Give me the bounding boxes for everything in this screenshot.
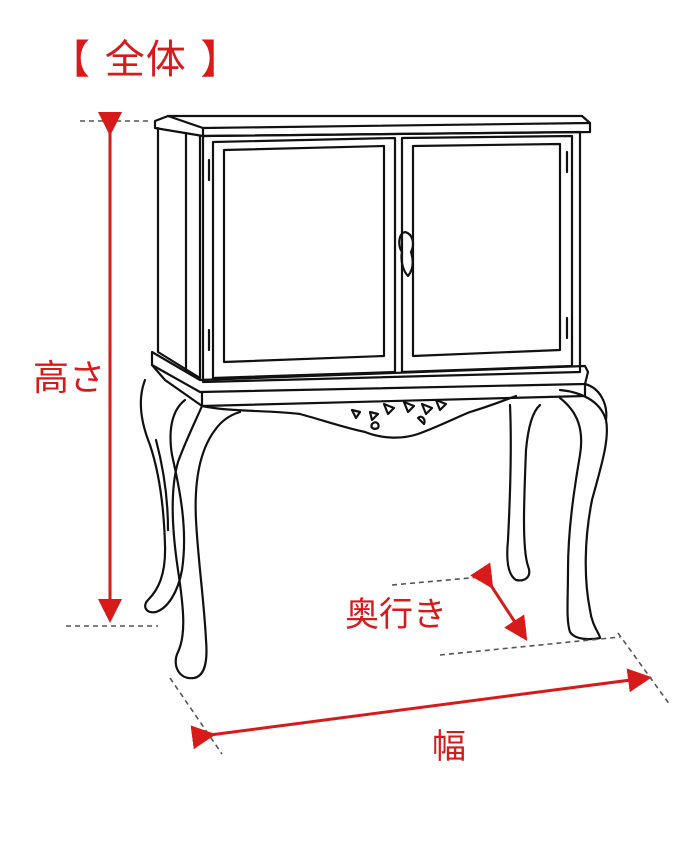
leg-front-right [558,388,608,641]
diagram-title: 【 全体 】 [50,37,242,83]
apron-carving [350,398,448,430]
height-label: 高さ [33,358,106,399]
dimension-arrows [98,112,652,750]
width-arrow [190,668,652,750]
base-molding [150,350,590,394]
lock-escutcheon [398,230,415,278]
cabinet [139,114,608,680]
leg-back-left [154,438,170,532]
depth-label: 奥行き [345,595,447,635]
guide-depth-front [439,636,621,656]
guide-depth-back [391,575,493,586]
right-door [400,134,574,374]
leg-back-right [506,403,542,582]
front-frame [201,130,582,384]
guide-width-left [169,677,223,755]
depth-arrow [470,562,528,642]
left-side-panel [156,126,202,380]
width-label: 幅 [432,727,466,767]
top-board [153,114,592,138]
left-door [211,136,397,380]
apron [200,394,518,439]
guide-width-right [617,632,671,706]
